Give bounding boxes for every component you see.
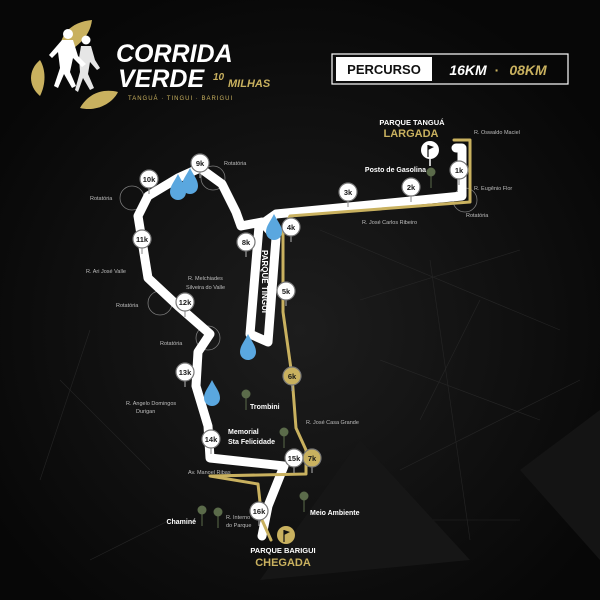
km-marker-label: 6k [288, 372, 297, 381]
km-marker-label: 13k [179, 368, 192, 377]
water-stations [170, 168, 282, 406]
km-marker-label: 16k [253, 507, 266, 516]
street-jose-carlos: R. José Carlos Ribeiro [362, 220, 417, 226]
interno-pin-icon [213, 507, 223, 528]
trombini-pin-icon [241, 389, 251, 410]
background-shape [260, 440, 470, 580]
km-marker-label: 2k [407, 183, 416, 192]
roundabout-label: Rotatória [160, 341, 183, 347]
finish-label: CHEGADA [255, 557, 311, 569]
roundabout-label: Rotatória [224, 161, 247, 167]
street-melchiades-2: Silveira do Valle [186, 285, 225, 291]
km-marker-6k: 6k [282, 366, 302, 391]
km-marker-label: 10k [143, 175, 156, 184]
street-labels: R. Oswaldo Maciel R. Eugênio Flor R. Jos… [86, 130, 520, 529]
street-jose-casa: R. José Casa Grande [306, 420, 359, 426]
logo-title-line2: VERDE [118, 65, 205, 93]
water-drop-icon [266, 214, 282, 240]
memorial-label-1: Memorial [228, 429, 259, 436]
gas-station-label: Posto de Gasolina [365, 167, 426, 174]
street-manoel: Av. Manoel Ribas [188, 470, 231, 476]
km-marker-label: 15k [288, 454, 301, 463]
km-marker-10k: 10k [139, 169, 159, 194]
km-marker-16k: 16k [249, 501, 269, 526]
street-oswaldo: R. Oswaldo Maciel [474, 130, 520, 136]
start-park-label: PARQUE TANGUÁ [379, 118, 445, 127]
roundabout-label: Rotatória [116, 303, 139, 309]
km-marker-12k: 12k [175, 292, 195, 317]
km-marker-label: 14k [205, 435, 218, 444]
street-interno-2: do Parque [226, 523, 251, 529]
km-marker-label: 12k [179, 298, 192, 307]
logo-tagline: TANGUÁ · TINGUI · BARIGUI [128, 95, 233, 102]
km-marker-9k: 9k [190, 153, 210, 178]
km-marker-14k: 14k [201, 429, 221, 454]
event-logo: CORRIDA VERDE 10 MILHAS TANGUÁ · TINGUI … [31, 20, 271, 110]
km-marker-label: 4k [287, 223, 296, 232]
roundabout-circle [195, 325, 221, 351]
km-marker-8k: 8k [236, 232, 256, 257]
water-drop-icon [204, 380, 220, 406]
km-marker-label: 3k [344, 188, 353, 197]
km-marker-5k: 5k [276, 281, 296, 306]
chamine-label: Chaminé [166, 519, 196, 526]
trombini-label: Trombini [250, 404, 280, 411]
street-interno-1: R. Interno [226, 515, 250, 521]
water-drop-icon [170, 174, 186, 200]
memorial-label-2: Sta Felicidade [228, 439, 275, 446]
logo-badge-word: MILHAS [228, 78, 271, 90]
logo-title-line1: CORRIDA [116, 40, 233, 68]
street-angelo-2: Durigan [136, 409, 155, 415]
km-marker-1k: 1k [449, 160, 469, 185]
place-labels: PARQUE TANGUÁ LARGADA PARQUE BARIGUI CHE… [166, 118, 445, 569]
km-marker-label: 1k [455, 166, 464, 175]
km-marker-4k: 4k [281, 217, 301, 242]
logo-badge-number: 10 [213, 72, 225, 83]
km-marker-3k: 3k [338, 182, 358, 207]
km-marker-13k: 13k [175, 362, 195, 387]
meio-ambiente-label: Meio Ambiente [310, 510, 360, 517]
roundabout-circle [200, 165, 226, 191]
tingui-park-label: PARQUE TINGUI [260, 250, 269, 313]
km-marker-label: 7k [308, 454, 317, 463]
chamine-pin-icon [197, 505, 207, 526]
percurso-label: PERCURSO [347, 62, 421, 77]
km-markers: 1k 2k 3k 4k 5k 6k 7k 8k 9k 10k 11k 12k 13k 14k 15k 16k [132, 153, 469, 526]
start-label: LARGADA [384, 128, 439, 140]
km-marker-11k: 11k [132, 229, 152, 254]
start-marker [421, 141, 439, 166]
street-ari: R. Ari José Valle [86, 269, 126, 275]
street-angelo-1: R. Angelo Domingos [126, 401, 176, 407]
route-08km [208, 138, 472, 542]
km-marker-2k: 2k [401, 177, 421, 202]
water-drop-icon [240, 334, 256, 360]
runners-icon [49, 29, 100, 92]
km-marker-label: 5k [282, 287, 291, 296]
km-marker-label: 9k [196, 159, 205, 168]
finish-marker [277, 526, 295, 544]
header-frame [331, 53, 569, 85]
street-eugenio: R. Eugênio Flor [474, 186, 512, 192]
roundabout-label: Rotatória [466, 213, 489, 219]
memorial-pin-icon [279, 427, 289, 448]
water-drop-icon [182, 168, 198, 194]
km-marker-15k: 15k [284, 448, 304, 473]
finish-park-label: PARQUE BARIGUI [250, 546, 315, 555]
poi-pins [197, 167, 436, 528]
roundabout-label: Rotatória [90, 196, 113, 202]
km-marker-label: 8k [242, 238, 251, 247]
gas-station-pin-icon [426, 167, 436, 188]
distance-header: PERCURSO 16KM · 08KM [331, 53, 569, 85]
distance-separator: · [495, 62, 500, 78]
km-marker-label: 11k [136, 235, 149, 244]
meio-ambiente-pin-icon [299, 491, 309, 512]
background-shape [520, 410, 600, 560]
street-melchiades-1: R. Melchiades [188, 276, 223, 282]
distance-16km: 16KM [449, 62, 487, 78]
distance-08km: 08KM [509, 62, 547, 78]
percurso-badge [336, 57, 432, 81]
